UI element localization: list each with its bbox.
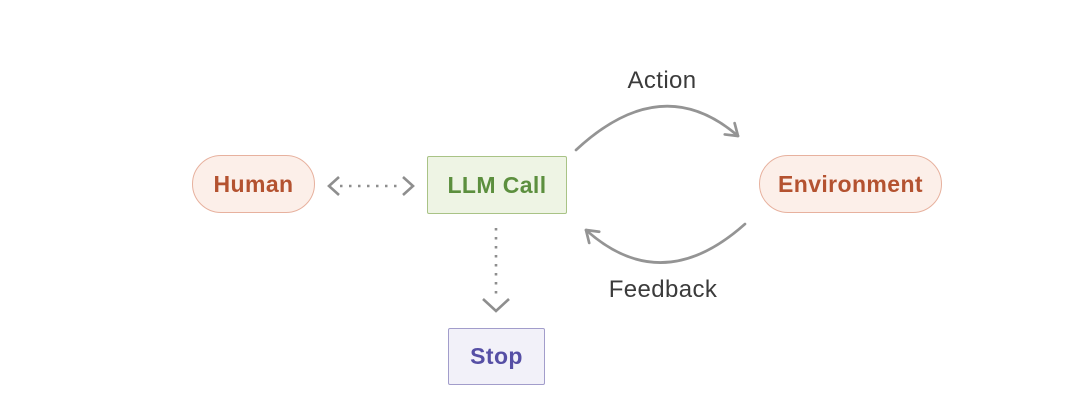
node-llm-call: LLM Call — [427, 156, 567, 214]
human-llm-dashed-arrow — [327, 176, 415, 196]
node-human-label: Human — [213, 170, 294, 197]
node-environment: Environment — [759, 155, 942, 213]
action-label: Action — [627, 67, 697, 94]
action-arrow — [574, 104, 740, 152]
node-environment-label: Environment — [778, 170, 923, 197]
left-chevron-icon — [327, 176, 340, 196]
llm-stop-dashed-arrow — [482, 228, 510, 313]
feedback-label: Feedback — [608, 276, 718, 303]
feedback-arrow — [584, 222, 747, 264]
node-stop-label: Stop — [470, 343, 523, 369]
right-chevron-icon — [402, 176, 415, 196]
node-llm-call-label: LLM Call — [447, 171, 547, 198]
node-human: Human — [192, 155, 315, 213]
down-chevron-icon — [482, 298, 510, 313]
node-stop: Stop — [448, 328, 545, 385]
